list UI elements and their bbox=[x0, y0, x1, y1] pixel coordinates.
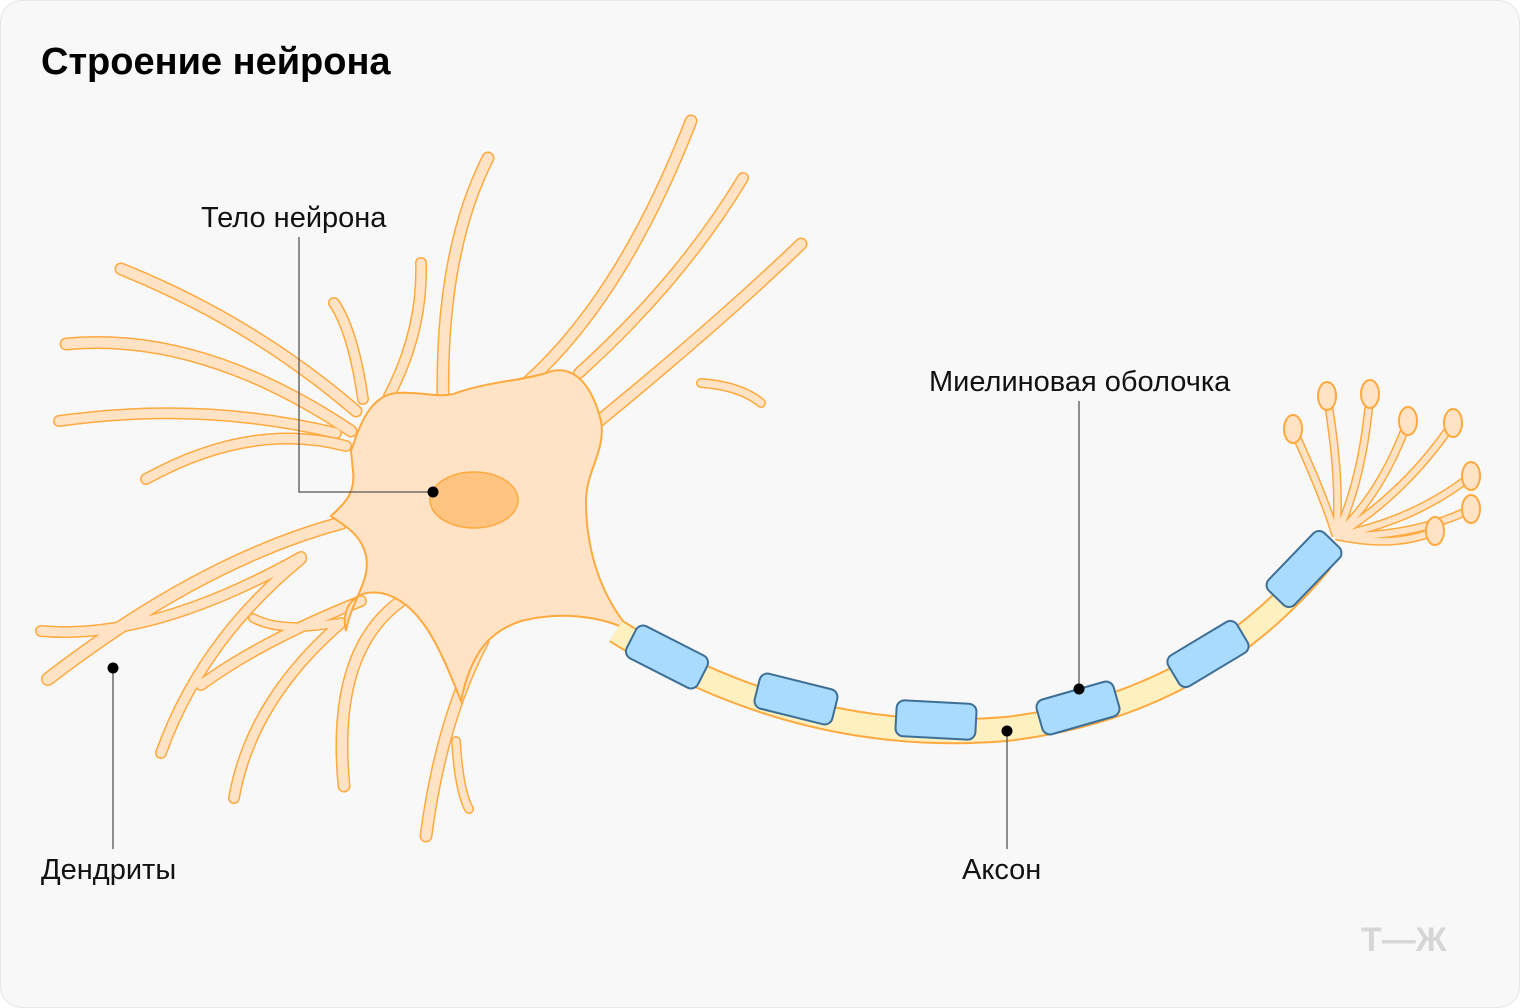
dendrite-branch-fill bbox=[141, 434, 351, 484]
dendrite-branch-fill bbox=[36, 552, 306, 637]
axon-terminal-branch bbox=[1290, 427, 1339, 537]
dendrite-branch-fill bbox=[229, 618, 346, 803]
axon-terminals bbox=[1283, 379, 1481, 546]
dendrite-branch bbox=[114, 262, 363, 418]
dendrite-branch-fill bbox=[116, 264, 361, 416]
synaptic-terminal bbox=[1283, 414, 1303, 444]
dendrite-branch-fill bbox=[697, 379, 765, 407]
axon-terminal-branch bbox=[1324, 395, 1341, 537]
myelin-segment bbox=[1166, 619, 1250, 689]
axon-terminal-branch bbox=[1335, 473, 1473, 539]
dendrite-branch-fill bbox=[452, 737, 473, 813]
synaptic-terminal bbox=[1360, 379, 1380, 409]
synaptic-terminal bbox=[1317, 381, 1337, 411]
dendrite-branch-fill bbox=[594, 239, 806, 426]
myelin-segment bbox=[1265, 530, 1343, 608]
dendrite-branch-fill bbox=[249, 614, 340, 631]
label-myelin: Миелиновая оболочка bbox=[929, 366, 1231, 398]
dendrite-branch-fill bbox=[329, 298, 368, 404]
synaptic-terminal bbox=[1461, 494, 1481, 524]
axon-terminal-branch bbox=[1334, 421, 1456, 539]
dendrite-branch-fill bbox=[42, 517, 347, 685]
myelin-pointer-dot bbox=[1073, 683, 1085, 695]
nucleus bbox=[429, 471, 519, 529]
dendrite-branch-fill bbox=[156, 554, 306, 758]
dendrite-branch-fill bbox=[54, 408, 341, 438]
label-axon: Аксон bbox=[962, 854, 1041, 886]
dendrite-branch-fill bbox=[61, 337, 356, 436]
label-soma: Тело нейрона bbox=[201, 202, 387, 234]
myelin-segment bbox=[894, 699, 978, 741]
myelin-sheath bbox=[624, 530, 1343, 741]
dendrite-branch-fill bbox=[437, 153, 493, 401]
synaptic-terminal bbox=[1425, 516, 1445, 546]
myelin-segment bbox=[1035, 680, 1121, 736]
synaptic-terminal bbox=[1398, 406, 1418, 436]
dendrite-branch bbox=[573, 172, 749, 379]
dendrite-branch-fill bbox=[384, 258, 426, 401]
tzh-logo: Т—Ж bbox=[1361, 921, 1447, 959]
dendrite-branch-fill bbox=[196, 596, 366, 690]
synaptic-terminal bbox=[1461, 461, 1481, 491]
myelin-segment bbox=[624, 624, 710, 690]
axon-terminal-branch bbox=[1335, 506, 1473, 540]
dendrite-branch-fill bbox=[574, 173, 748, 378]
axon-terminal-branch bbox=[1333, 393, 1373, 538]
dendrites-pointer-dot bbox=[107, 662, 119, 674]
page-title: Строение нейрона bbox=[41, 41, 391, 83]
dendrite-branch-fill bbox=[518, 116, 696, 391]
dendrite-branch-fill bbox=[337, 596, 406, 791]
cell-body bbox=[329, 369, 632, 705]
myelin-segment bbox=[753, 672, 839, 726]
synaptic-terminal bbox=[1443, 408, 1463, 438]
soma-leader-line bbox=[298, 237, 433, 493]
soma-pointer-dot bbox=[427, 486, 439, 498]
axon-pointer-dot bbox=[1001, 725, 1013, 737]
axon-terminal-branch bbox=[1333, 419, 1411, 539]
label-dendrites: Дендриты bbox=[41, 854, 176, 886]
